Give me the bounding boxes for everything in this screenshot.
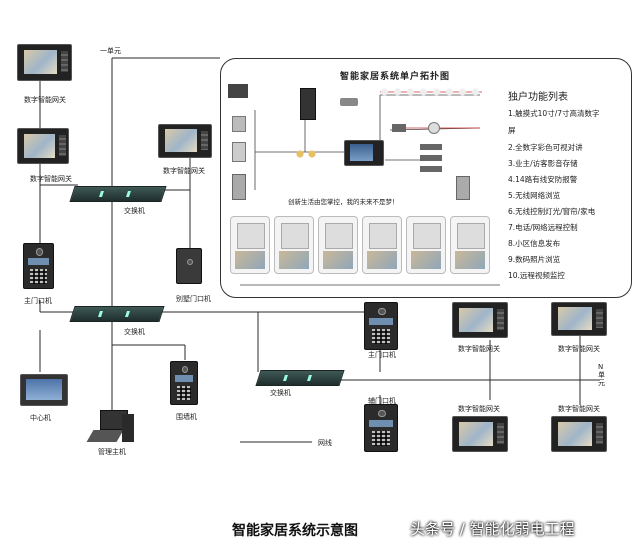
aux-gate-label: 辅门口机	[368, 397, 396, 405]
feature-tile-2	[274, 216, 314, 274]
outdoor-station-icon	[300, 88, 316, 120]
feature-item: 9.数码照片浏览	[508, 255, 561, 264]
door-unit-icon	[232, 142, 246, 162]
diagram-caption: 智能家居系统示意图	[232, 523, 358, 539]
switch-right	[255, 370, 345, 386]
feature-tile-3	[318, 216, 358, 274]
network-cable-label: 网线	[318, 439, 332, 447]
n-unit-label: N单元	[598, 363, 605, 387]
gateway-monitor-r4	[551, 416, 607, 452]
management-host-pc	[86, 410, 136, 444]
switch-right-label: 交换机	[270, 389, 291, 397]
aux-gate-panel	[364, 404, 398, 452]
management-host-label: 管理主机	[98, 448, 126, 456]
gateway-monitor-top-left	[17, 44, 72, 81]
main-gate-right-label: 主门口机	[368, 351, 396, 359]
keypad-unit-icon	[232, 174, 246, 200]
feature-item: 屏	[508, 126, 516, 135]
top-unit-label: 一单元	[100, 47, 121, 55]
gateway-r2-label: 数字智能网关	[558, 345, 600, 353]
light-fixtures-icon	[378, 86, 482, 98]
feature-item: 3.业主/访客影音存储	[508, 159, 578, 168]
feature-item: 1.触摸式10寸/7寸高清数字	[508, 109, 600, 118]
gateway-top-left-label: 数字智能网关	[24, 96, 66, 104]
wireless-panel-icon	[456, 176, 470, 200]
feature-item: 8.小区信息发布	[508, 239, 561, 248]
gateway-monitor-mid-left	[17, 128, 69, 164]
main-gate-left-label: 主门口机	[24, 297, 52, 305]
feature-item: 4.14路有线安防报警	[508, 175, 578, 184]
gateway-r3-label: 数字智能网关	[458, 405, 500, 413]
slogan-text: 创新生活由您掌控，我的未来不是梦！	[288, 198, 399, 206]
feature-item: 10.远程视频监控	[508, 271, 565, 280]
cameras-icon	[420, 144, 442, 176]
switch-top	[69, 186, 167, 202]
feature-item: 7.电话/网络远程控制	[508, 223, 578, 232]
feature-tile-1	[230, 216, 270, 274]
feature-item: 5.无线网络浏览	[508, 191, 561, 200]
gateway-monitor-r2	[551, 302, 607, 336]
feature-tile-4	[362, 216, 402, 274]
topology-title: 智能家居系统单户拓扑图	[340, 72, 451, 82]
sensors-icon	[294, 148, 318, 160]
wall-unit-panel	[170, 361, 198, 405]
center-unit-label: 中心机	[30, 414, 51, 422]
central-touchscreen	[344, 140, 384, 166]
feature-item: 6.无线控制灯光/窗帘/家电	[508, 207, 596, 216]
features-title: 独户功能列表	[508, 92, 568, 103]
wall-unit-label: 围墙机	[176, 413, 197, 421]
gateway-r1-label: 数字智能网关	[458, 345, 500, 353]
phone-icon	[232, 116, 246, 132]
main-gate-panel-left	[23, 243, 54, 289]
gateway-monitor-mid-center	[158, 124, 212, 158]
feature-tile-6	[450, 216, 490, 274]
alarm-host-icon	[228, 84, 248, 98]
gateway-r4-label: 数字智能网关	[558, 405, 600, 413]
switch-mid	[69, 306, 165, 322]
gateway-mid-left-label: 数字智能网关	[30, 175, 72, 183]
main-gate-panel-right	[364, 302, 398, 350]
feature-item: 2.全数字彩色可视对讲	[508, 143, 583, 152]
villa-gate-panel	[176, 248, 202, 284]
cctv-camera-icon	[340, 98, 358, 106]
gateway-monitor-r3	[452, 416, 508, 452]
villa-gate-label: 别墅门口机	[176, 295, 211, 303]
router-icon	[392, 124, 406, 132]
feature-tile-5	[406, 216, 446, 274]
switch-top-label: 交换机	[124, 207, 145, 215]
gateway-monitor-r1	[452, 302, 508, 338]
gateway-mid-center-label: 数字智能网关	[163, 167, 205, 175]
dome-camera-icon	[428, 122, 440, 134]
switch-mid-label: 交换机	[124, 328, 145, 336]
center-unit-monitor	[20, 374, 68, 406]
watermark-text: 头条号 / 智能化弱电工程	[410, 520, 575, 538]
single-household-topology	[220, 58, 632, 298]
